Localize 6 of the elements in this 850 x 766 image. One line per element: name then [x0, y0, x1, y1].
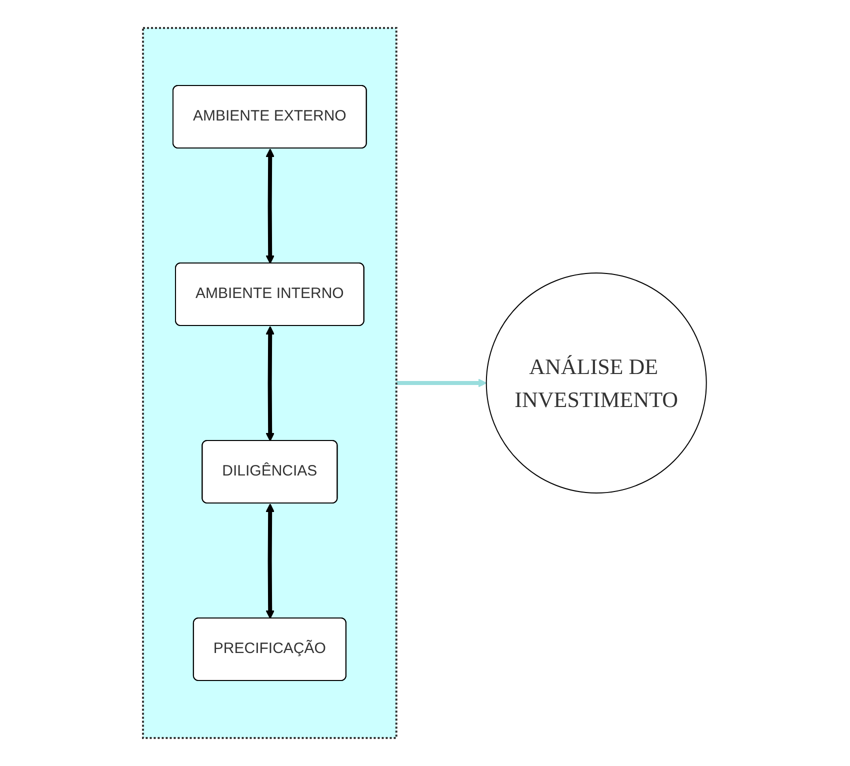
cluster — [142, 27, 398, 739]
node-circle: ANÁLISE DE INVESTIMENTO — [486, 272, 708, 494]
arrow — [266, 326, 275, 442]
arrow — [266, 504, 275, 619]
arrow — [396, 378, 488, 388]
arrow — [266, 148, 275, 264]
